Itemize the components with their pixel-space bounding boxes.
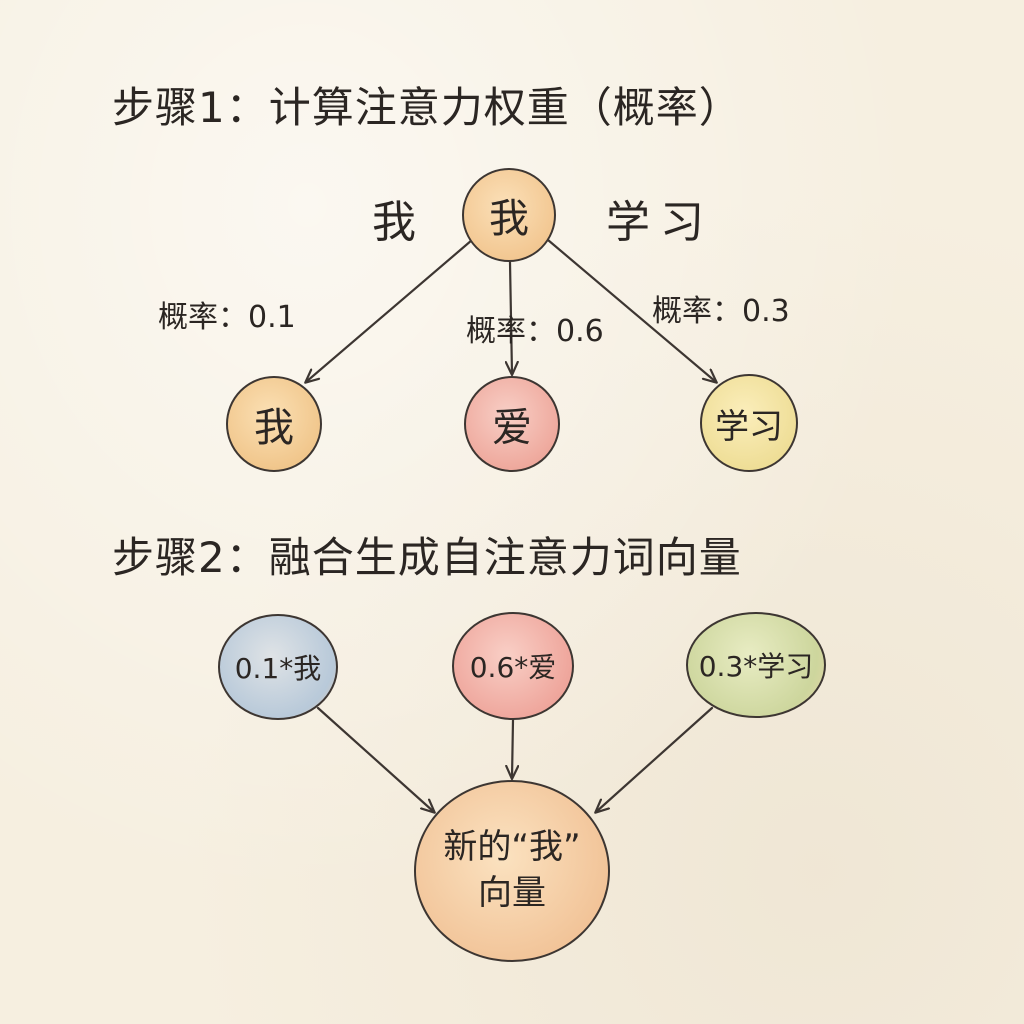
result-label-line1: 新的“我” — [443, 827, 581, 868]
prob-label-wo: 概率：0.1 — [158, 300, 296, 335]
weighted-node-wo: 0.1*我 — [218, 614, 338, 720]
target-node-xuexi: 学习 — [700, 374, 798, 472]
step1-title: 步骤1：计算注意力权重（概率） — [112, 83, 742, 132]
weighted-node-label: 0.3*学习 — [698, 650, 814, 683]
query-token-node: 我 — [462, 168, 556, 262]
weighted-node-label: 0.6*爱 — [469, 651, 557, 684]
target-node-wo: 我 — [226, 376, 322, 472]
prob-label-xuexi: 概率：0.3 — [652, 294, 790, 329]
prob-label-ai: 概率：0.6 — [466, 314, 604, 349]
target-node-label: 我 — [254, 405, 294, 451]
target-node-label: 爱 — [492, 405, 532, 451]
weighted-node-xuexi: 0.3*学习 — [686, 612, 826, 718]
query-token-label: 我 — [489, 196, 529, 242]
result-label-line2: 向量 — [478, 873, 546, 913]
target-node-label: 学习 — [715, 406, 783, 447]
target-node-ai: 爱 — [464, 376, 560, 472]
weighted-node-ai: 0.6*爱 — [452, 612, 574, 720]
sequence-token-left: 我 — [372, 197, 416, 248]
step2-title: 步骤2：融合生成自注意力词向量 — [112, 533, 742, 582]
result-vector-node: 新的“我” 向量 — [414, 780, 610, 962]
sequence-token-right: 学习 — [606, 197, 714, 248]
weighted-node-label: 0.1*我 — [234, 652, 322, 685]
